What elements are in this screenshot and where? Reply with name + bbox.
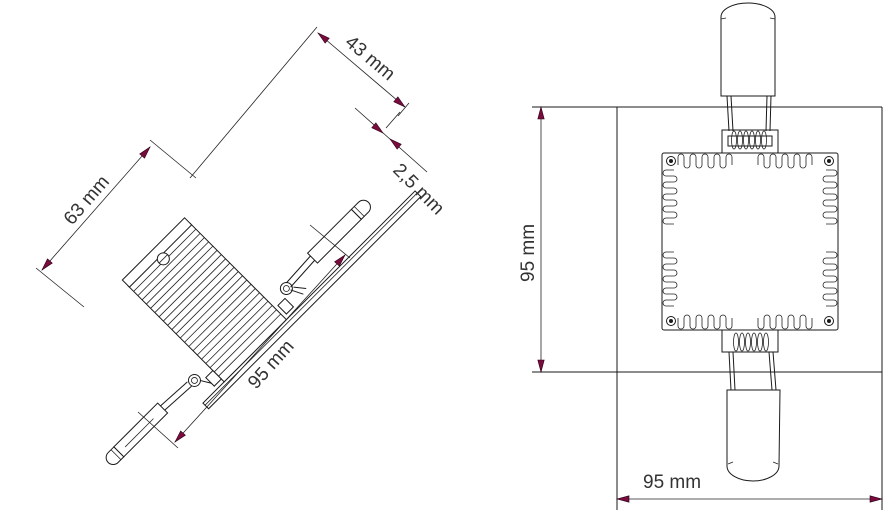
right-view: 95 mm 95 mm [518,2,883,510]
left-view: 43 mm 2,5 mm 63 mm 95 mm [35,26,448,465]
dimension-95mm-vertical: 95 mm [518,106,545,373]
base-plate [202,190,422,410]
dim-95-horizontal-label: 95 mm [643,472,701,493]
spring-clip-bottom [721,329,781,482]
heatsink-top-view [661,152,839,331]
clip-block-left [205,369,223,387]
dimension-43mm: 43 mm [189,26,410,179]
dim-63-label: 63 mm [60,172,114,230]
spring-clip-top [720,2,779,154]
clip-block-right [277,297,295,315]
corner-screws [666,156,834,326]
heatsink-fins [133,228,282,377]
dim-95-vertical-label: 95 mm [518,224,539,282]
dimension-95mm-horizontal: 95 mm [616,472,883,503]
spring-clip-upper [279,199,371,296]
spring-clip-lower [105,373,212,465]
rotated-assembly [105,190,422,465]
